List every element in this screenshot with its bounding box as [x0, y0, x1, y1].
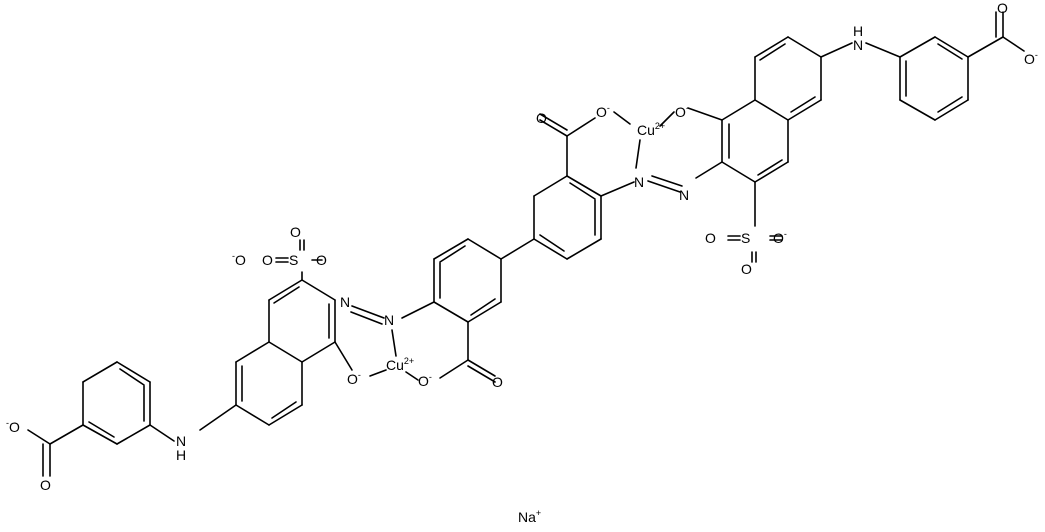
bond-lines [27, 11, 1025, 477]
atom-o-bot-s2: O [262, 252, 273, 268]
atom-o-top-ra-1: O [997, 0, 1008, 16]
atom-o-bot-carboxy-minus: O- [418, 372, 432, 389]
atom-o-bot-s4: O [290, 224, 301, 240]
atom-o-top-s1: O [705, 230, 716, 246]
atom-o-bot-carboxylate: O [492, 374, 503, 390]
atom-s-bot: S [289, 252, 298, 268]
atom-n-top: N [853, 37, 863, 53]
atom-o-top-s2: O- [773, 229, 787, 246]
atom-cu-bot: Cu2+ [386, 356, 414, 373]
atom-n-top-b: N [679, 187, 689, 203]
atom-n-bot: N [176, 433, 186, 449]
atom-o-bot-s3: O [316, 252, 327, 268]
counterion-sodium: Na+ [518, 508, 541, 525]
atom-n-bot-a: N [340, 294, 350, 310]
atom-n-top-a: N [634, 174, 644, 190]
atom-labels: O O- H N O O- Cu2+ O- N N O S O- O -O O … [6, 0, 1038, 525]
atom-o-top-naphthol: O- [675, 103, 689, 120]
atom-n-bot-b: N [384, 312, 394, 328]
atom-o-top-s3: O [741, 261, 752, 277]
atom-h-bot: H [176, 447, 186, 463]
atom-o-bot-naphthol: O- [347, 370, 361, 387]
atom-o-top-carboxylate: O [536, 110, 547, 126]
atom-o-bot-ra-2: O [40, 477, 51, 493]
atom-o-top-carboxy-minus: O- [596, 103, 610, 120]
atom-o-bot-ra-1: -O [6, 418, 20, 435]
atom-s-top: S [741, 230, 750, 246]
atom-h-top: H [853, 23, 863, 39]
atom-cu-top: Cu2+ [637, 121, 665, 138]
atom-o-bot-s1: -O [232, 251, 246, 268]
atom-o-top-ra-2: O- [1024, 50, 1038, 67]
